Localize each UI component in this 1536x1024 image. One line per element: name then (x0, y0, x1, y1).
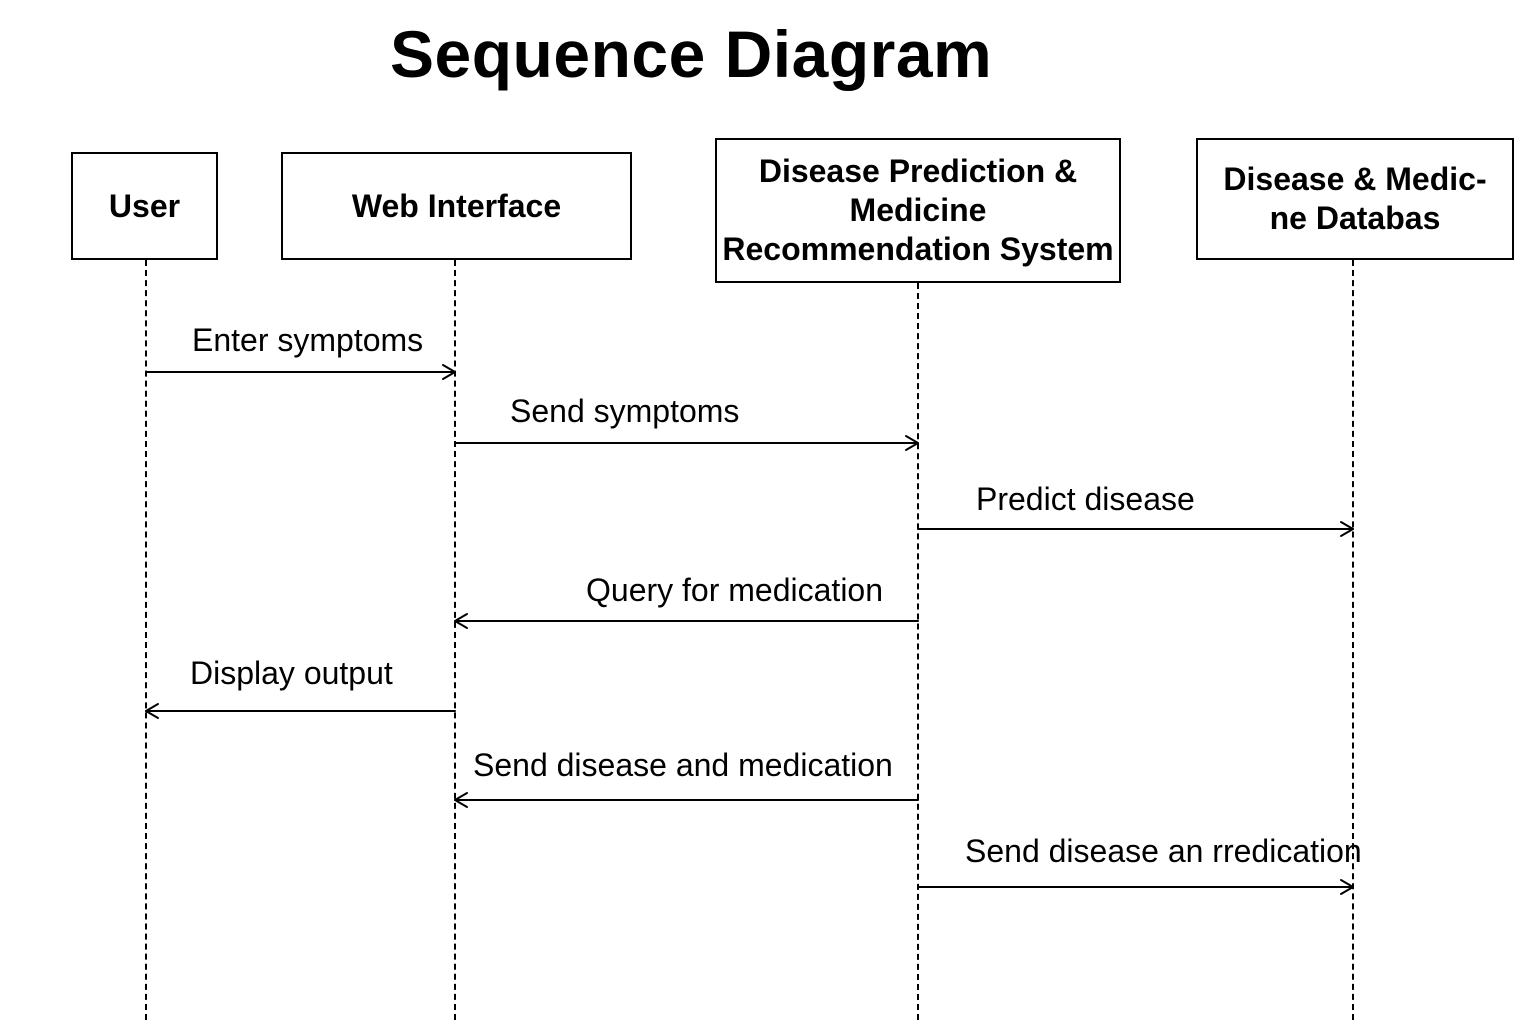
arrow-display-output (145, 703, 456, 719)
message-label-send-symptoms: Send symptoms (510, 393, 740, 429)
arrow-send-disease-to-database (917, 879, 1354, 895)
participant-database: Disease & Medic- ne Databas (1196, 138, 1514, 260)
participant-user: User (71, 152, 218, 260)
lifeline-web-interface (454, 260, 456, 1020)
message-label-query-for-medication: Query for medication (586, 572, 884, 608)
diagram-title: Sequence Diagram (390, 17, 993, 91)
arrow-predict-disease (917, 521, 1354, 537)
message-label-display-output: Display output (190, 655, 393, 691)
participant-system-label-line3: Recommendation System (722, 231, 1114, 267)
message-label-send-disease-to-database: Send disease an rredication (965, 833, 1362, 869)
participant-database-label-line1: Disease & Medic- (1223, 161, 1487, 197)
message-label-send-disease-and-medication: Send disease and medication (473, 747, 893, 783)
participant-user-label: User (108, 187, 181, 224)
arrow-query-for-medication (454, 613, 919, 629)
lifeline-database (1352, 260, 1354, 1020)
participant-web-interface-label: Web Interface (351, 187, 562, 224)
message-label-enter-symptoms: Enter symptoms (192, 322, 424, 358)
lifeline-user (145, 260, 147, 1020)
participant-system-label-line1: Disease Prediction & (758, 153, 1078, 189)
participant-web-interface: Web Interface (281, 152, 632, 260)
arrow-send-symptoms (454, 435, 919, 451)
lifeline-recommendation-system (917, 283, 919, 1020)
participant-database-label-line2: ne Databas (1269, 200, 1441, 236)
arrow-enter-symptoms (145, 364, 456, 380)
participant-system-label-line2: Medicine (849, 192, 987, 228)
participant-recommendation-system: Disease Prediction & Medicine Recommenda… (715, 138, 1121, 283)
arrow-send-disease-and-medication (454, 792, 919, 808)
message-label-predict-disease: Predict disease (976, 481, 1195, 517)
